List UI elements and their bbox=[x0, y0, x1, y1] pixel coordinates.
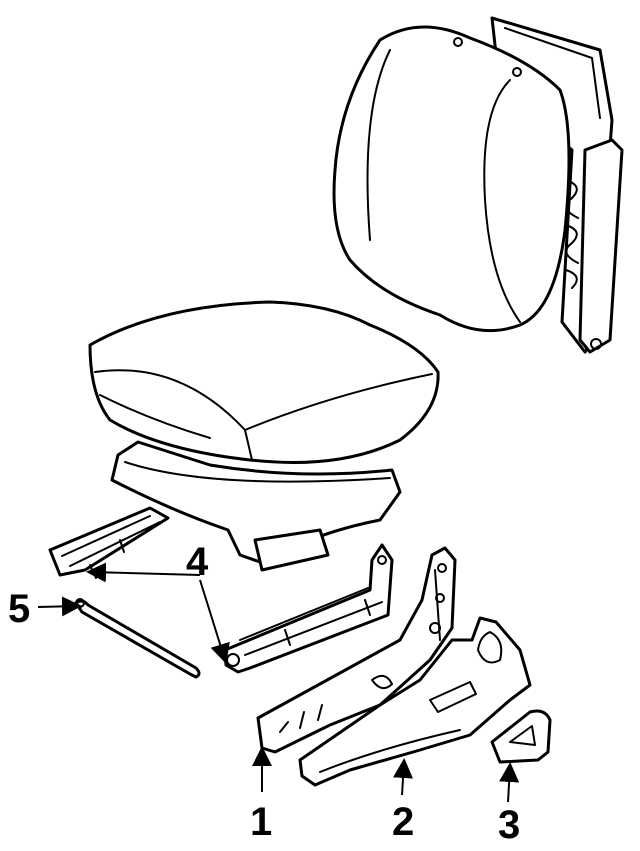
adjuster-rod bbox=[74, 598, 201, 679]
seat-cushion bbox=[88, 300, 440, 464]
recliner-handle bbox=[490, 709, 552, 764]
leader-lines bbox=[37, 562, 520, 803]
seat-pan bbox=[110, 440, 402, 572]
callout-4: 4 bbox=[186, 540, 209, 584]
callouts: 1 2 3 4 5 bbox=[8, 540, 520, 847]
side-shield bbox=[298, 616, 532, 787]
recliner-mechanism bbox=[256, 546, 457, 754]
right-seat-track bbox=[223, 543, 394, 674]
callout-3: 3 bbox=[498, 803, 520, 847]
callout-1: 1 bbox=[250, 800, 272, 844]
callout-5: 5 bbox=[8, 587, 30, 631]
callout-2: 2 bbox=[392, 800, 414, 844]
left-seat-track bbox=[48, 506, 170, 579]
seat-back-cushion bbox=[332, 25, 571, 333]
